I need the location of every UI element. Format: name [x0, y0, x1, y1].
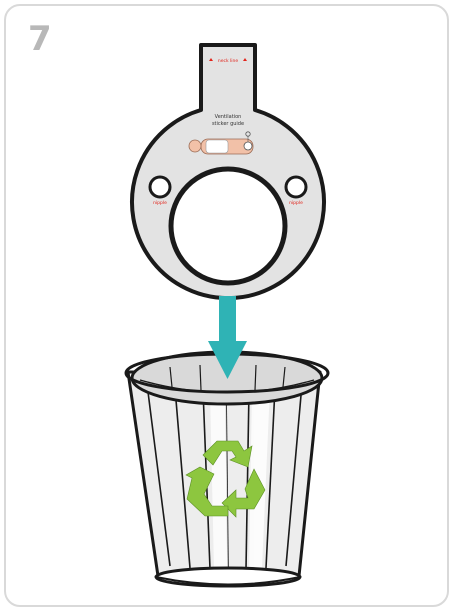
right-nipple-hole [286, 177, 306, 197]
left-nipple-label: nipple [153, 200, 167, 206]
left-nipple-hole [150, 177, 170, 197]
trash-bin-icon [126, 352, 328, 586]
guide-title-line1: Ventilation [215, 114, 242, 120]
right-nipple-label: nipple [289, 200, 303, 206]
sticker-guide: neck line Ventilation sticker guide nipp… [132, 45, 324, 298]
neck-line-label: neck line [218, 58, 238, 64]
sticker-center-hole [171, 169, 285, 283]
guide-title-line2: sticker guide [212, 121, 244, 127]
